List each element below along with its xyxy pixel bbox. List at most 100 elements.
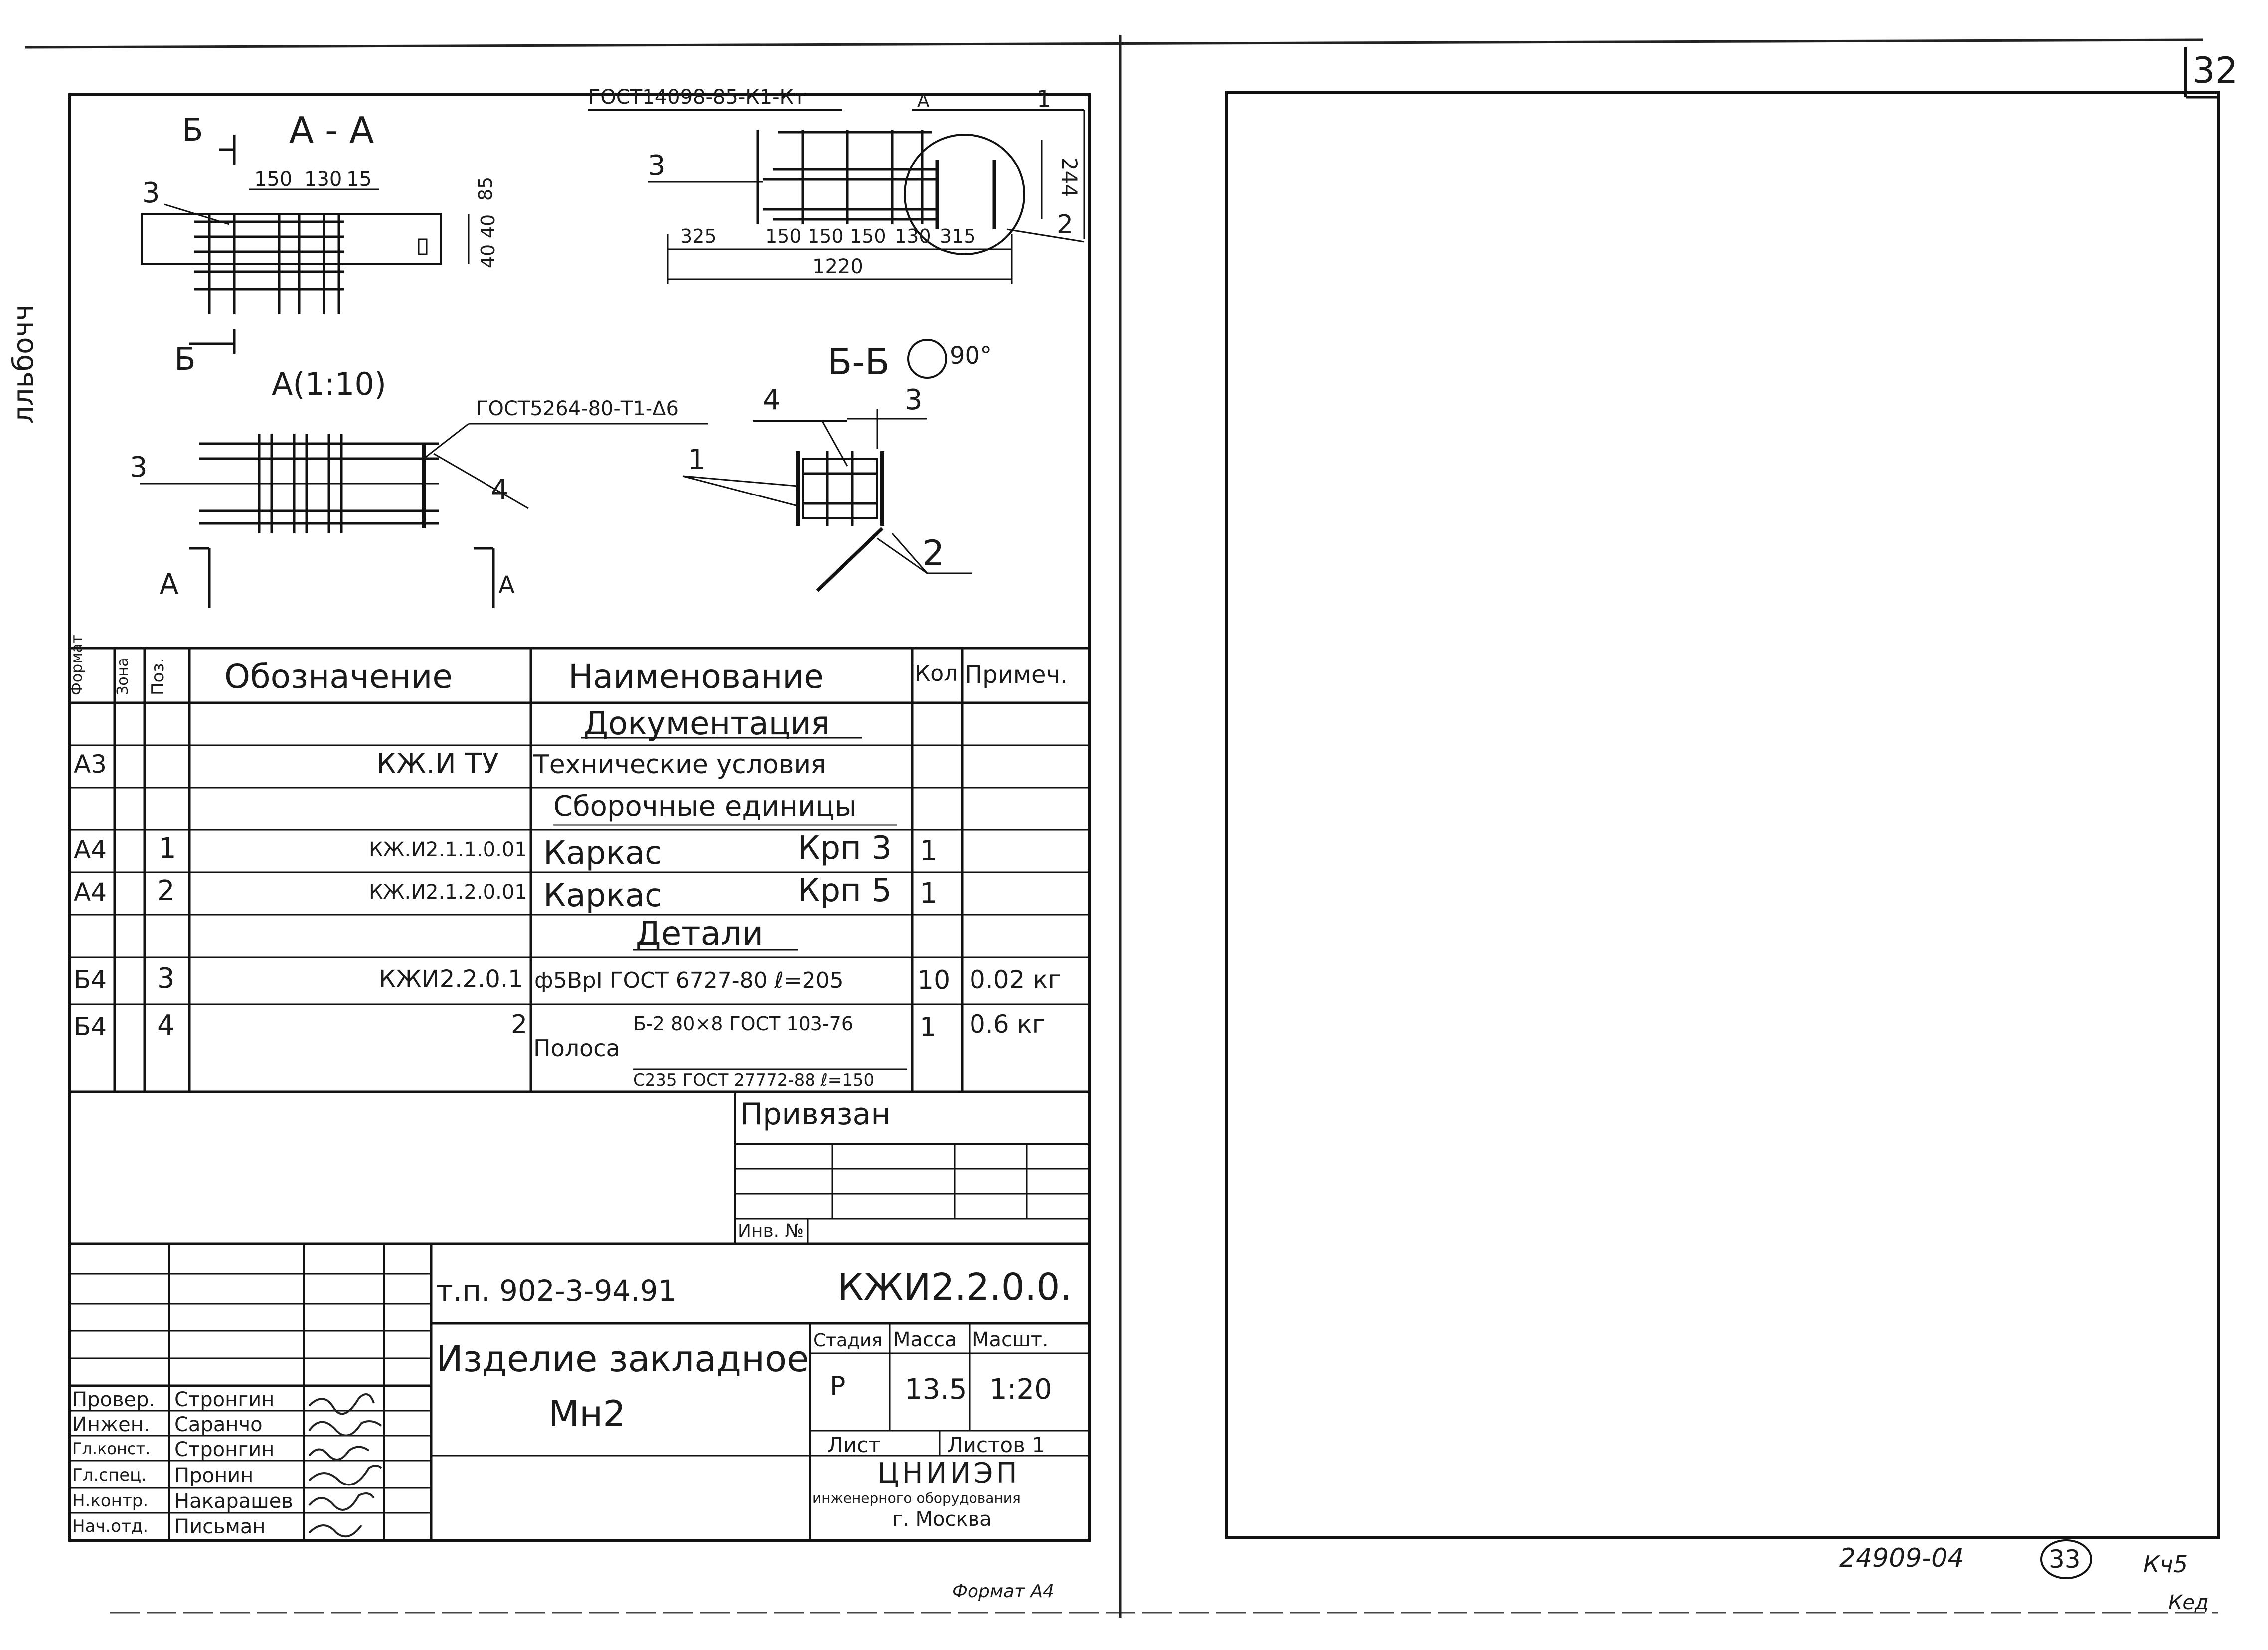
bottom-mark-1: Кч5 [2143,1551,2188,1578]
pos-1-top: 1 [1037,85,1052,112]
view-a-label: А(1:10) [272,366,387,402]
sheet-number: 32 [2192,49,2238,91]
spec-row-qty: 1 [920,835,938,867]
side-dim-1: 325 [680,225,717,247]
spec-row-designation: 2 [511,1010,528,1040]
spec-row-format: А4 [74,878,107,907]
spec-row-note: 0.6 кг [970,1010,1045,1039]
pos-4-bb: 4 [763,384,781,416]
spec-row-designation: КЖ.И2.1.1.0.01 [369,838,527,861]
spec-row-designation: КЖ.И2.1.2.0.01 [369,881,527,904]
role-label: Нач.отд. [72,1516,149,1536]
title-org-2: инженерного оборудования [812,1490,1021,1506]
side-dim-6: 315 [940,225,976,247]
spec-row-qty: 1 [920,877,938,910]
side-dim-2: 150 [765,225,802,247]
title-name-2: Мн2 [548,1393,626,1435]
format-label: Формат А4 [952,1581,1055,1602]
spec-row-format: Б4 [74,965,107,994]
role-label: Инжен. [72,1413,150,1436]
spec-row-format: А4 [74,835,107,864]
bottom-mark-2: Кед [2168,1591,2209,1614]
signature-mark [308,1524,362,1538]
side-dim-3: 150 [808,225,844,247]
cut-a-right: А [498,571,515,599]
title-col-scale: Масшт. [972,1328,1049,1351]
spec-row-name: ф5ВрI ГОСТ 6727-80 ℓ=205 [534,968,844,993]
role-name: Стронгин [174,1438,275,1461]
spec-row-format: А3 [74,750,107,779]
title-name-1: Изделие закладное [436,1338,809,1380]
title-col-stage: Стадия [813,1330,883,1351]
aa-dim-1: 150 [254,168,293,191]
role-label: Н.контр. [72,1491,149,1511]
spec-row-name-top: Б-2 80×8 ГОСТ 103-76 [633,1013,853,1035]
title-sheet: Лист [827,1433,881,1457]
side-dim-4: 150 [850,225,886,247]
spec-section-details: Детали [636,914,764,953]
spec-row-format: Б4 [74,1012,107,1041]
spec-section-assemblies: Сборочные единицы [553,790,857,823]
spec-row-designation: КЖИ2.2.0.1 [379,965,523,993]
role-label: Гл.спец. [72,1465,147,1485]
bottom-number: 24909-04 [1839,1543,1964,1573]
role-name: Стронгин [174,1388,275,1411]
section-bb-label: Б-Б [827,341,890,383]
label-a-top: А [917,91,930,111]
spec-row-pos: 3 [157,962,175,994]
signature-mark [308,1420,382,1437]
spec-row-qty: 1 [920,1012,937,1042]
spec-row-pos: 1 [159,832,176,865]
aa-dim-2: 130 [304,168,342,191]
spec-header-name: Наименование [568,658,824,696]
spec-row-pos: 2 [157,875,175,907]
role-name: Письман [174,1515,266,1538]
spec-header-qty: Кол [915,661,958,686]
spec-row-name: Технические условия [533,750,826,780]
title-stage: Р [830,1371,846,1401]
signature-mark [308,1492,375,1511]
signature-mark [308,1465,382,1486]
spec-row-pos: 4 [157,1009,175,1042]
spec-row-name: Полоса [533,1035,620,1062]
spec-section-documentation: Документация [583,705,830,742]
signature-mark [308,1393,375,1415]
spec-row-qty: 10 [917,965,951,995]
gost-top: ГОСТ14098-85-К1-Кт [588,86,806,109]
role-label: Провер. [72,1388,156,1411]
role-label: Гл.конст. [72,1439,151,1458]
pos-3-bb: 3 [905,384,923,416]
pos-3-view: 3 [130,451,148,484]
title-org-3: г. Москва [892,1508,992,1531]
pos-2-bb: 2 [922,533,945,574]
title-col-mass: Масса [893,1328,957,1351]
spec-row-note: 0.02 кг [970,965,1061,994]
signature-mark [308,1446,370,1461]
aa-dim-3: 15 [346,168,372,191]
spec-row-designation: КЖ.И ТУ [376,748,499,780]
spec-row-name-mark: Крп 3 [798,830,892,867]
title-mass: 13.5 [905,1373,967,1406]
pos-2-top: 2 [1057,210,1074,240]
title-org-1: ЦНИИЭП [877,1457,1020,1489]
spec-header-note: Примеч. [965,661,1068,689]
title-code: КЖИ2.2.0.0. [837,1266,1072,1309]
gost-mid: ГОСТ5264-80-Т1-Δ6 [476,397,679,420]
title-scale: 1:20 [989,1373,1052,1406]
pos-3-top: 3 [648,150,666,182]
role-name: Пронин [174,1464,254,1487]
cut-a-left: А [160,568,179,601]
role-name: Саранчо [174,1413,263,1436]
privyazan-label: Привязан [740,1097,891,1132]
inv-no-label: Инв. № [738,1221,804,1241]
rotation-label: 90° [950,342,992,370]
dim-total: 1220 [812,255,863,278]
section-aa-label: А - А [289,109,374,151]
title-sheets: Листов 1 [947,1433,1045,1457]
spec-row-name: Каркас [543,835,662,872]
